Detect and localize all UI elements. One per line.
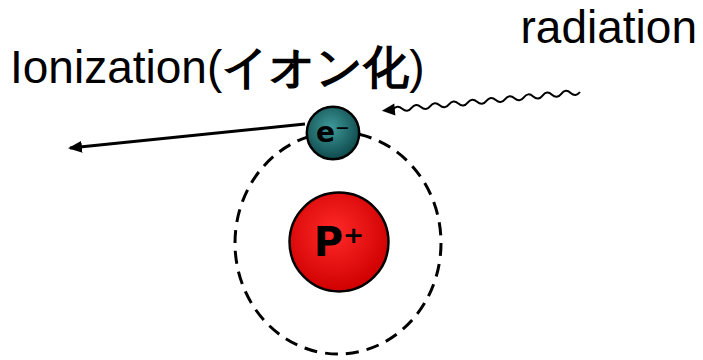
circle-fill: [307, 107, 359, 159]
process-label: Ionization(イオン化): [10, 42, 425, 93]
circle-fill: [290, 193, 389, 292]
electron-circle: e⁻: [306, 106, 360, 160]
radiation-label: radiation: [521, 2, 697, 53]
particle-symbol: P⁺: [314, 222, 364, 262]
proton-circle: P⁺: [288, 191, 390, 293]
particle-symbol: e⁻: [316, 119, 350, 147]
ejection-arrow: [70, 124, 305, 148]
wave-arrowhead: [381, 104, 395, 117]
electron-orbit: [235, 132, 441, 354]
